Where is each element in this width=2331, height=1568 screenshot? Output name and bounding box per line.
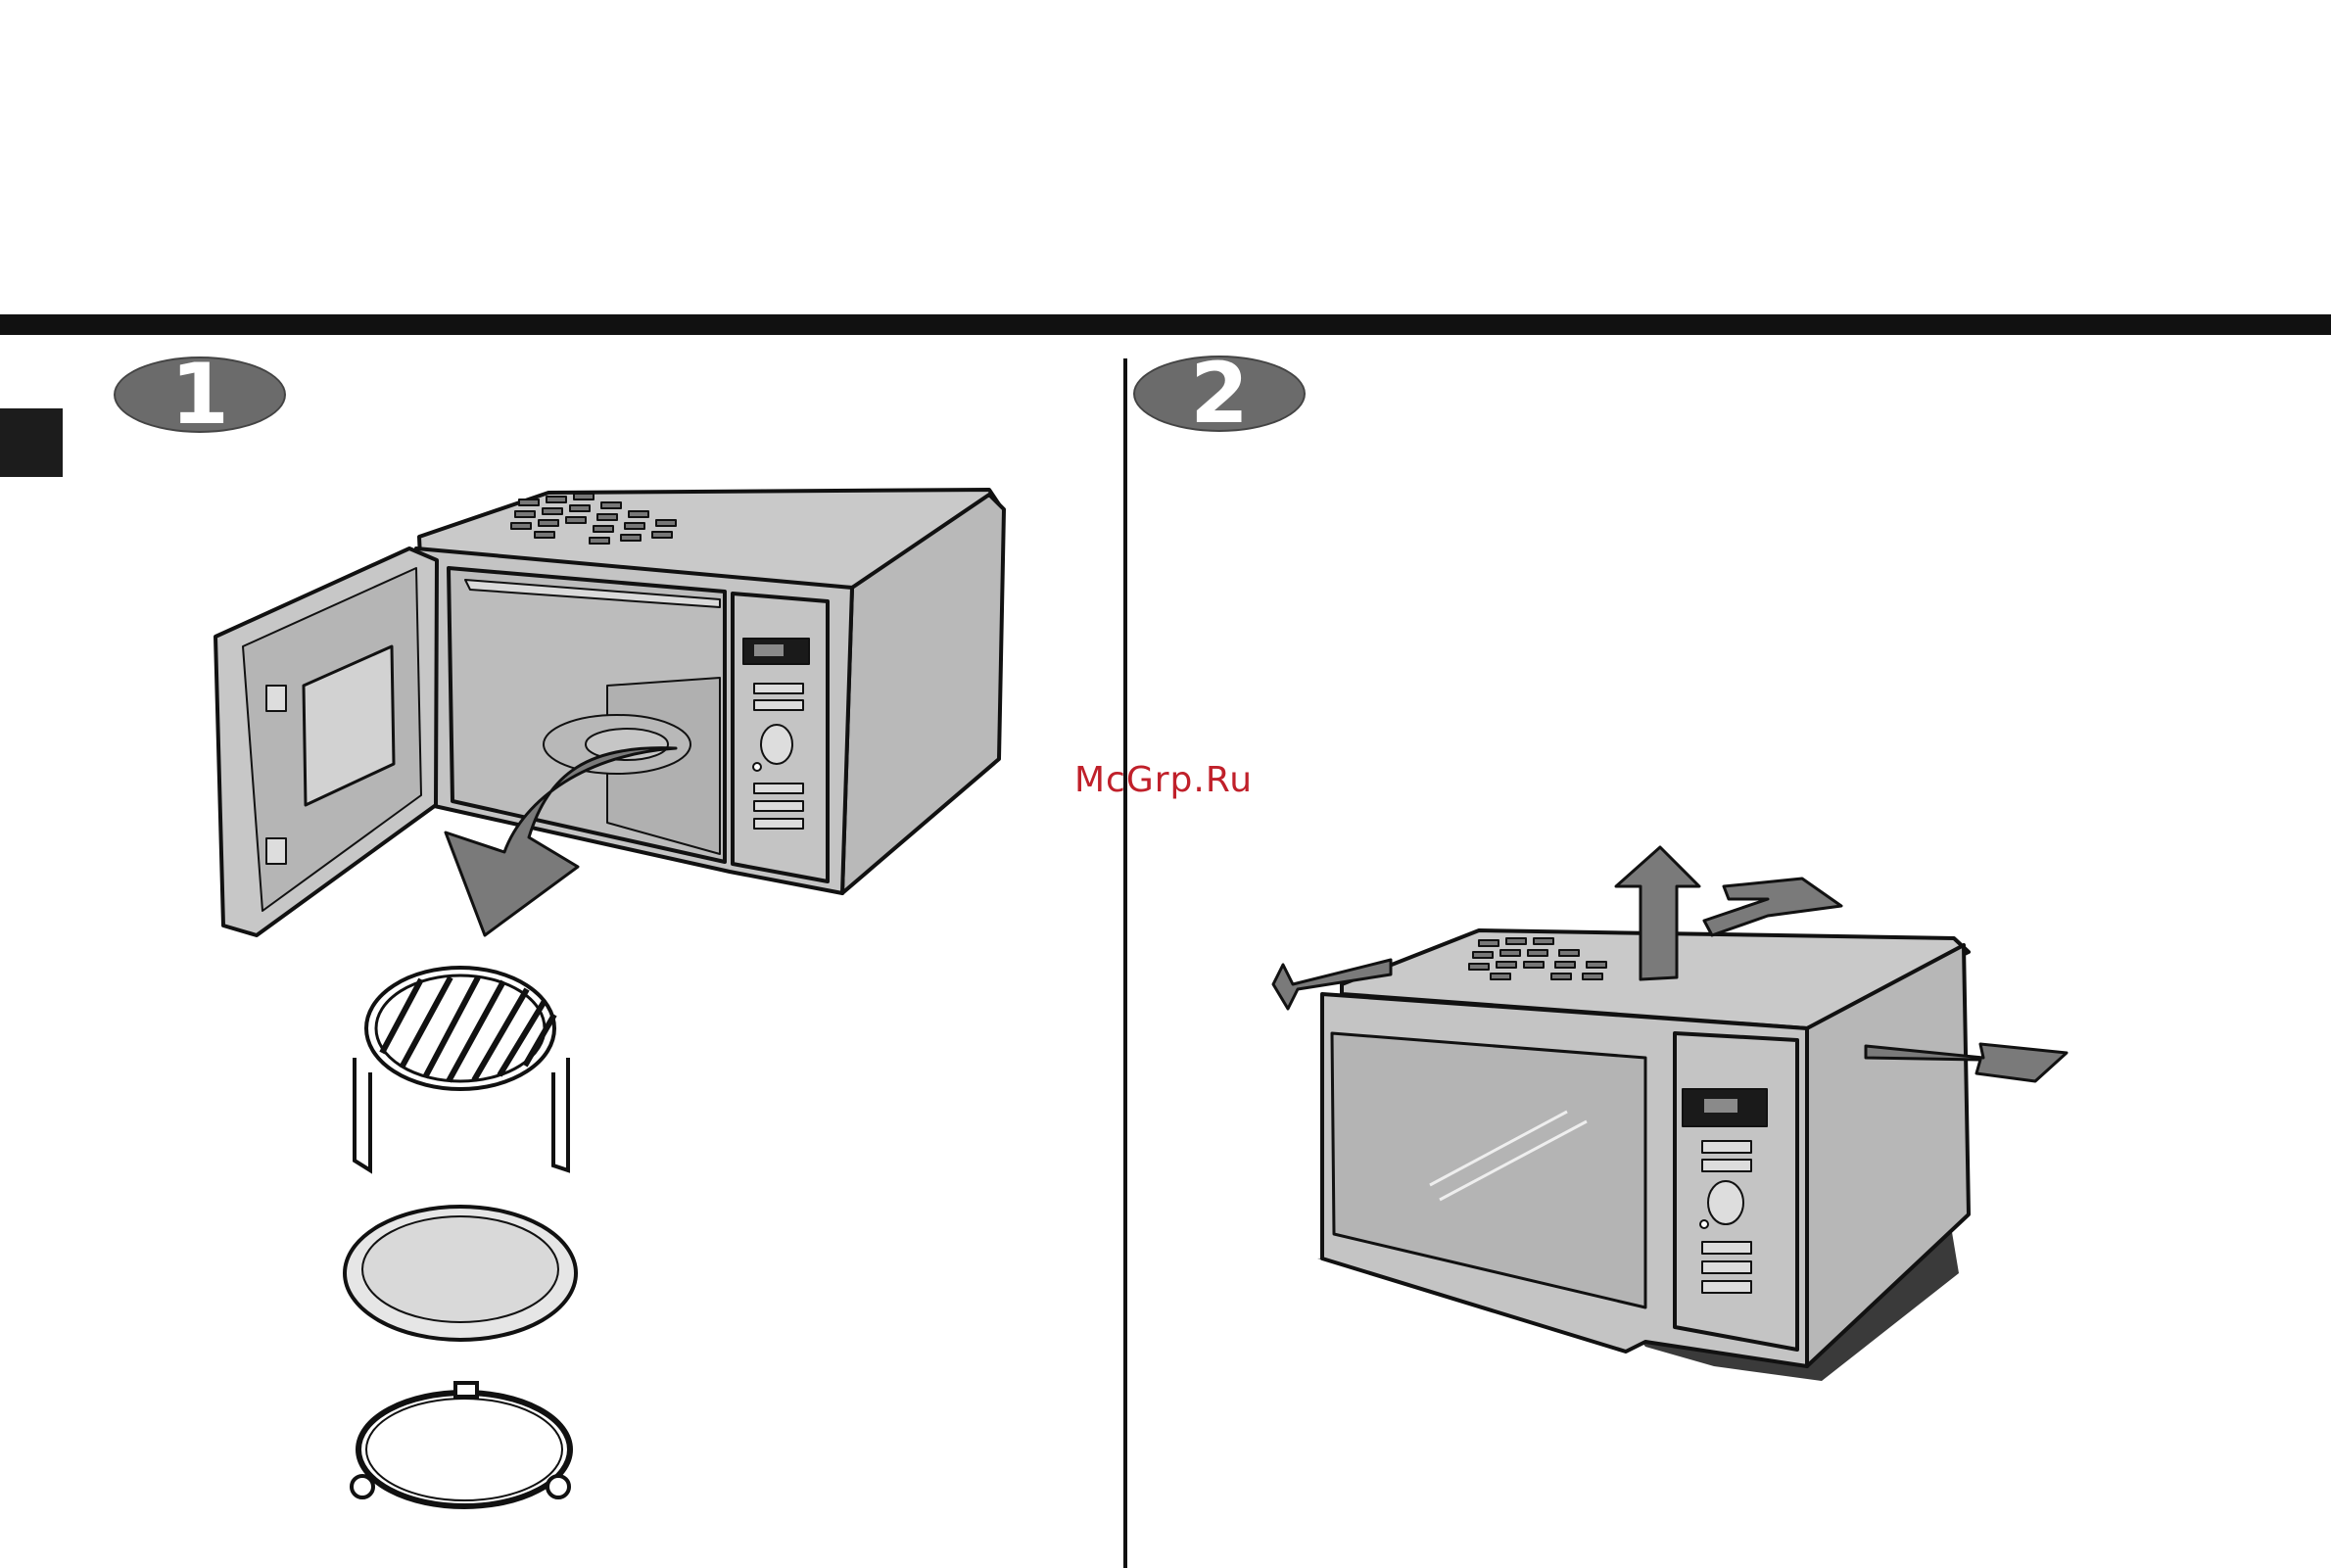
microwave-closed-illustration [1273,847,2067,1381]
glass-tray-illustration [345,1207,576,1340]
microwave-open-illustration [215,490,1004,935]
roller-ring-illustration [352,1383,570,1506]
watermark: McGrp.Ru [1074,760,1253,800]
grill-rack-illustration [355,968,568,1170]
